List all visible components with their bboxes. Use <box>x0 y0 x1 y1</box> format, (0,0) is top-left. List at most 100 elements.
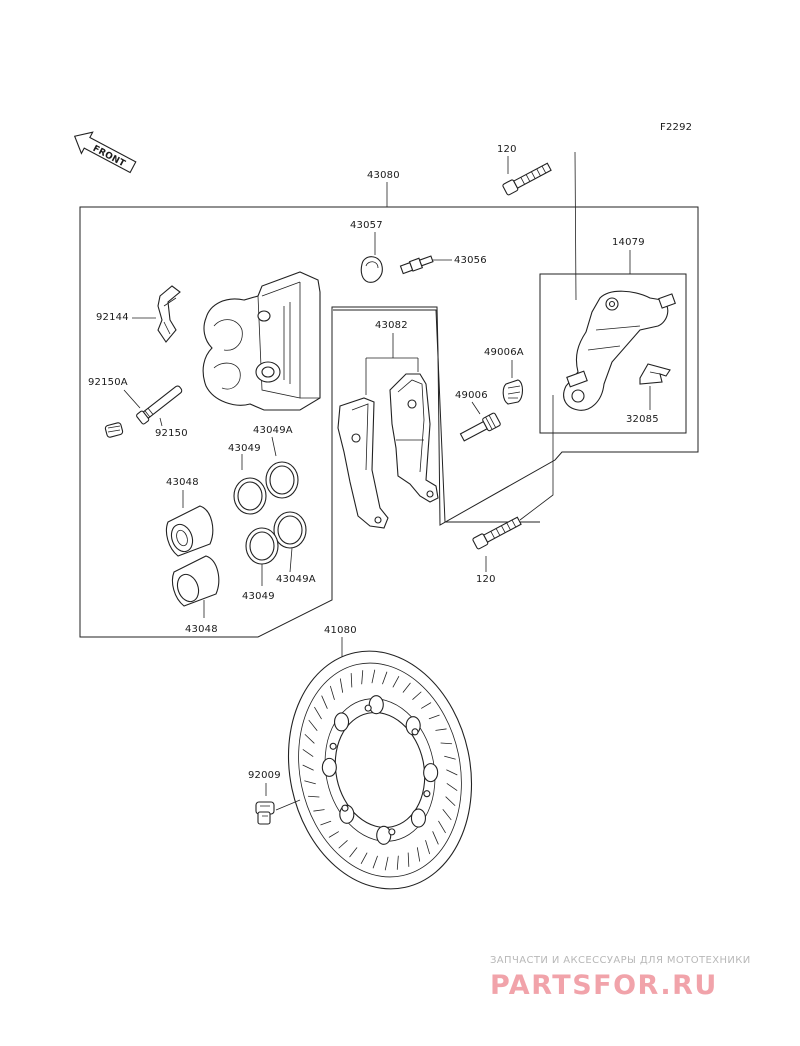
disc-cooling-slot <box>392 676 400 688</box>
disc-cooling-slot <box>338 840 348 849</box>
brake-pad-icon <box>337 397 389 529</box>
label-43049-upper: 43049 <box>228 443 261 454</box>
label-43049A-upper: 43049A <box>253 425 293 436</box>
disc-cooling-slot <box>446 783 458 791</box>
brake-disc-icon <box>287 650 473 890</box>
bracket-outline <box>539 273 687 434</box>
label-43056: 43056 <box>454 255 487 266</box>
label-43048-lower: 43048 <box>185 624 218 635</box>
disc-cooling-slot <box>438 820 446 834</box>
disc-cooling-slot <box>360 852 368 864</box>
disc-cooling-slot <box>421 702 432 709</box>
figure-code: F2292 <box>660 122 692 133</box>
disc-carrier-hole <box>333 712 350 732</box>
disc-carrier-hole <box>368 695 384 715</box>
disc-cooling-slot <box>302 764 314 771</box>
disc-bolt-icon <box>255 801 275 825</box>
pad-spring-plate-icon <box>639 363 671 385</box>
caliper-body-icon <box>202 271 321 411</box>
disc-cooling-slot <box>308 719 318 731</box>
disc-cooling-slot <box>425 840 430 855</box>
disc-cooling-slot <box>304 780 316 785</box>
dust-seal-lower-icon <box>273 511 307 549</box>
bracket-pin-icon <box>459 412 501 442</box>
piston-seal-icon <box>233 477 267 515</box>
bolt-icon <box>502 162 552 196</box>
disc-cooling-slot <box>314 706 322 720</box>
label-43082: 43082 <box>375 320 408 331</box>
disc-cooling-slot <box>371 669 376 684</box>
disc-carrier-hole <box>410 808 427 828</box>
disc-cooling-slot <box>384 856 389 871</box>
label-120-top: 120 <box>497 144 517 155</box>
disc-cooling-slot <box>330 685 335 700</box>
disc-cooling-slot <box>412 691 422 700</box>
caliper-bracket-icon <box>563 290 676 411</box>
label-120-bottom: 120 <box>476 574 496 585</box>
label-49006: 49006 <box>455 390 488 401</box>
disc-carrier-hole <box>423 763 439 783</box>
label-32085: 32085 <box>626 414 659 425</box>
disc-cooling-slot <box>349 847 358 858</box>
pin-boot-icon <box>502 379 524 405</box>
bolt-bottom-icon <box>472 516 522 550</box>
disc-cooling-slot <box>382 671 388 685</box>
brake-pad-rear-icon <box>389 373 439 503</box>
dust-seal-icon <box>265 461 299 499</box>
label-49006A: 49006A <box>484 347 524 358</box>
pin-plug-icon <box>104 422 124 438</box>
pad-spring-icon <box>157 285 181 343</box>
disc-cooling-slot <box>435 728 447 731</box>
disc-cooling-slot <box>440 742 453 745</box>
disc-bolt-hole <box>364 704 372 712</box>
disc-cooling-slot <box>321 695 328 709</box>
disc-bolt-hole <box>329 742 337 750</box>
label-92009: 92009 <box>248 770 281 781</box>
disc-carrier-hole <box>376 825 392 845</box>
front-arrow-icon: FRONT <box>73 131 137 174</box>
disc-cooling-slot <box>372 855 378 869</box>
piston-seal-lower-icon <box>245 527 279 565</box>
bleed-valve-icon <box>399 255 434 275</box>
label-92144: 92144 <box>96 312 129 323</box>
disc-cooling-slot <box>407 852 410 867</box>
piston-icon <box>165 505 214 557</box>
disc-cooling-slot <box>304 734 315 744</box>
label-92150: 92150 <box>155 428 188 439</box>
disc-carrier-hole <box>321 757 337 777</box>
disc-cooling-slot <box>339 678 344 693</box>
pad-set-outline <box>333 309 540 523</box>
disc-bolt-hole <box>388 828 396 836</box>
disc-cooling-slot <box>402 682 411 693</box>
disc-cooling-slot <box>416 847 421 862</box>
disc-cooling-slot <box>432 831 439 845</box>
disc-bolt-hole <box>423 790 431 798</box>
label-14079: 14079 <box>612 237 645 248</box>
label-43080: 43080 <box>367 170 400 181</box>
disc-cooling-slot <box>328 831 339 838</box>
disc-cooling-slot <box>361 670 364 685</box>
caliper-assembly-outline <box>79 206 699 638</box>
piston-lower-icon <box>171 555 220 607</box>
disc-cooling-slot <box>428 714 440 720</box>
disc-cooling-slot <box>444 755 456 760</box>
disc-cooling-slot <box>442 809 452 821</box>
disc-cooling-slot <box>302 749 314 757</box>
label-43048-upper: 43048 <box>166 477 199 488</box>
disc-bolt-hole <box>411 728 419 736</box>
disc-cooling-slot <box>396 855 399 870</box>
disc-cooling-slot <box>307 795 320 798</box>
label-43049-lower: 43049 <box>242 591 275 602</box>
label-41080: 41080 <box>324 625 357 636</box>
disc-cooling-slot <box>350 673 353 688</box>
label-43057: 43057 <box>350 220 383 231</box>
disc-cooling-slot <box>320 820 332 826</box>
bolt-axis-line <box>519 151 577 521</box>
label-43049A-lower: 43049A <box>276 574 316 585</box>
watermark-logo: PARTSFOR.RU <box>490 970 718 1001</box>
label-92150A: 92150A <box>88 377 128 388</box>
disc-cooling-slot <box>445 796 456 806</box>
bleed-cap-icon <box>360 256 383 283</box>
disc-cooling-slot <box>313 809 325 812</box>
